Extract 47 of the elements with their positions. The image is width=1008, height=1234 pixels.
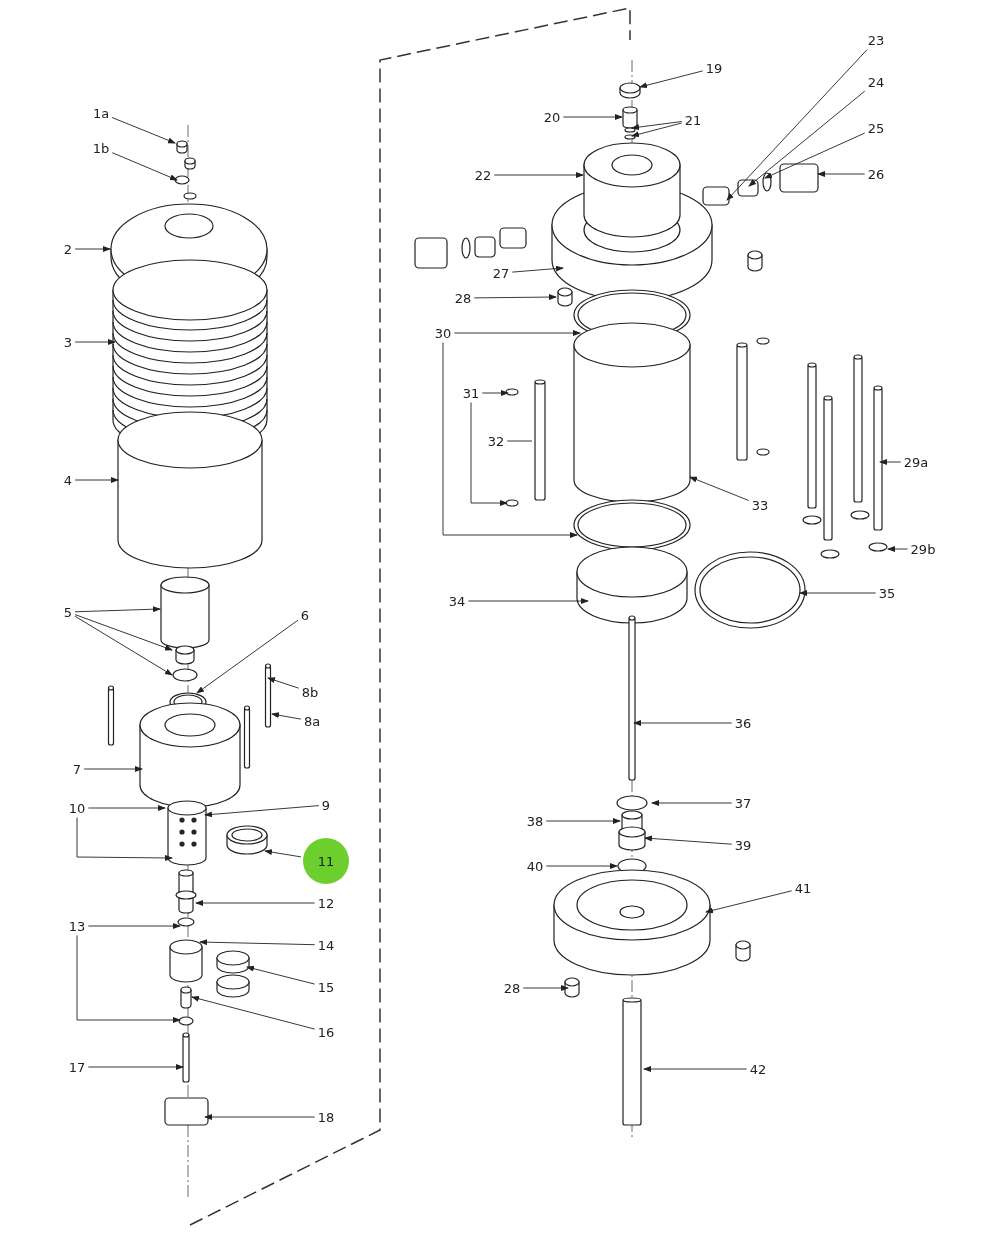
callout-number: 31 (461, 385, 481, 401)
callout-number: 26 (866, 166, 886, 182)
callout-number: 6 (299, 607, 311, 623)
callout-number: 2 (62, 241, 74, 257)
callout-number: 35 (877, 585, 897, 601)
callout-number: 39 (733, 837, 753, 853)
callout-number: 4 (62, 472, 74, 488)
callout-number: 40 (525, 858, 545, 874)
callout-number: 32 (486, 433, 506, 449)
callout-number: 23 (866, 32, 886, 48)
callout-number: 13 (67, 918, 87, 934)
callout-number: 12 (316, 895, 336, 911)
callout-number: 29a (902, 454, 930, 470)
callout-number: 16 (316, 1024, 336, 1040)
callout-number: 38 (525, 813, 545, 829)
callout-number: 19 (704, 60, 724, 76)
callout-number: 27 (491, 265, 511, 281)
callout-number: 41 (793, 880, 813, 896)
callout-number: 15 (316, 979, 336, 995)
callout-number: 1b (91, 140, 111, 156)
highlighted-callout-number: 11 (303, 838, 349, 884)
callout-number: 8a (302, 713, 322, 729)
callout-number: 34 (447, 593, 467, 609)
callout-number: 14 (316, 937, 336, 953)
callout-number: 10 (67, 800, 87, 816)
callout-number: 33 (750, 497, 770, 513)
callout-number: 21 (683, 112, 703, 128)
callout-number: 18 (316, 1109, 336, 1125)
callout-number: 22 (473, 167, 493, 183)
callout-number: 24 (866, 74, 886, 90)
leader-line (506, 440, 533, 442)
callout-number: 7 (71, 761, 83, 777)
callout-number: 25 (866, 120, 886, 136)
callout-number: 29b (909, 541, 937, 557)
callout-number: 30 (433, 325, 453, 341)
callout-number: 8b (300, 684, 320, 700)
callout-number: 17 (67, 1059, 87, 1075)
callout-number: 5 (62, 604, 74, 620)
callout-number: 9 (320, 797, 332, 813)
callout-number: 3 (62, 334, 74, 350)
callout-number: 42 (748, 1061, 768, 1077)
callout-number: 36 (733, 715, 753, 731)
callout-number: 20 (542, 109, 562, 125)
callout-number: 1a (91, 105, 111, 121)
callout-number: 28 (502, 980, 522, 996)
callout-number: 28 (453, 290, 473, 306)
callout-number: 37 (733, 795, 753, 811)
